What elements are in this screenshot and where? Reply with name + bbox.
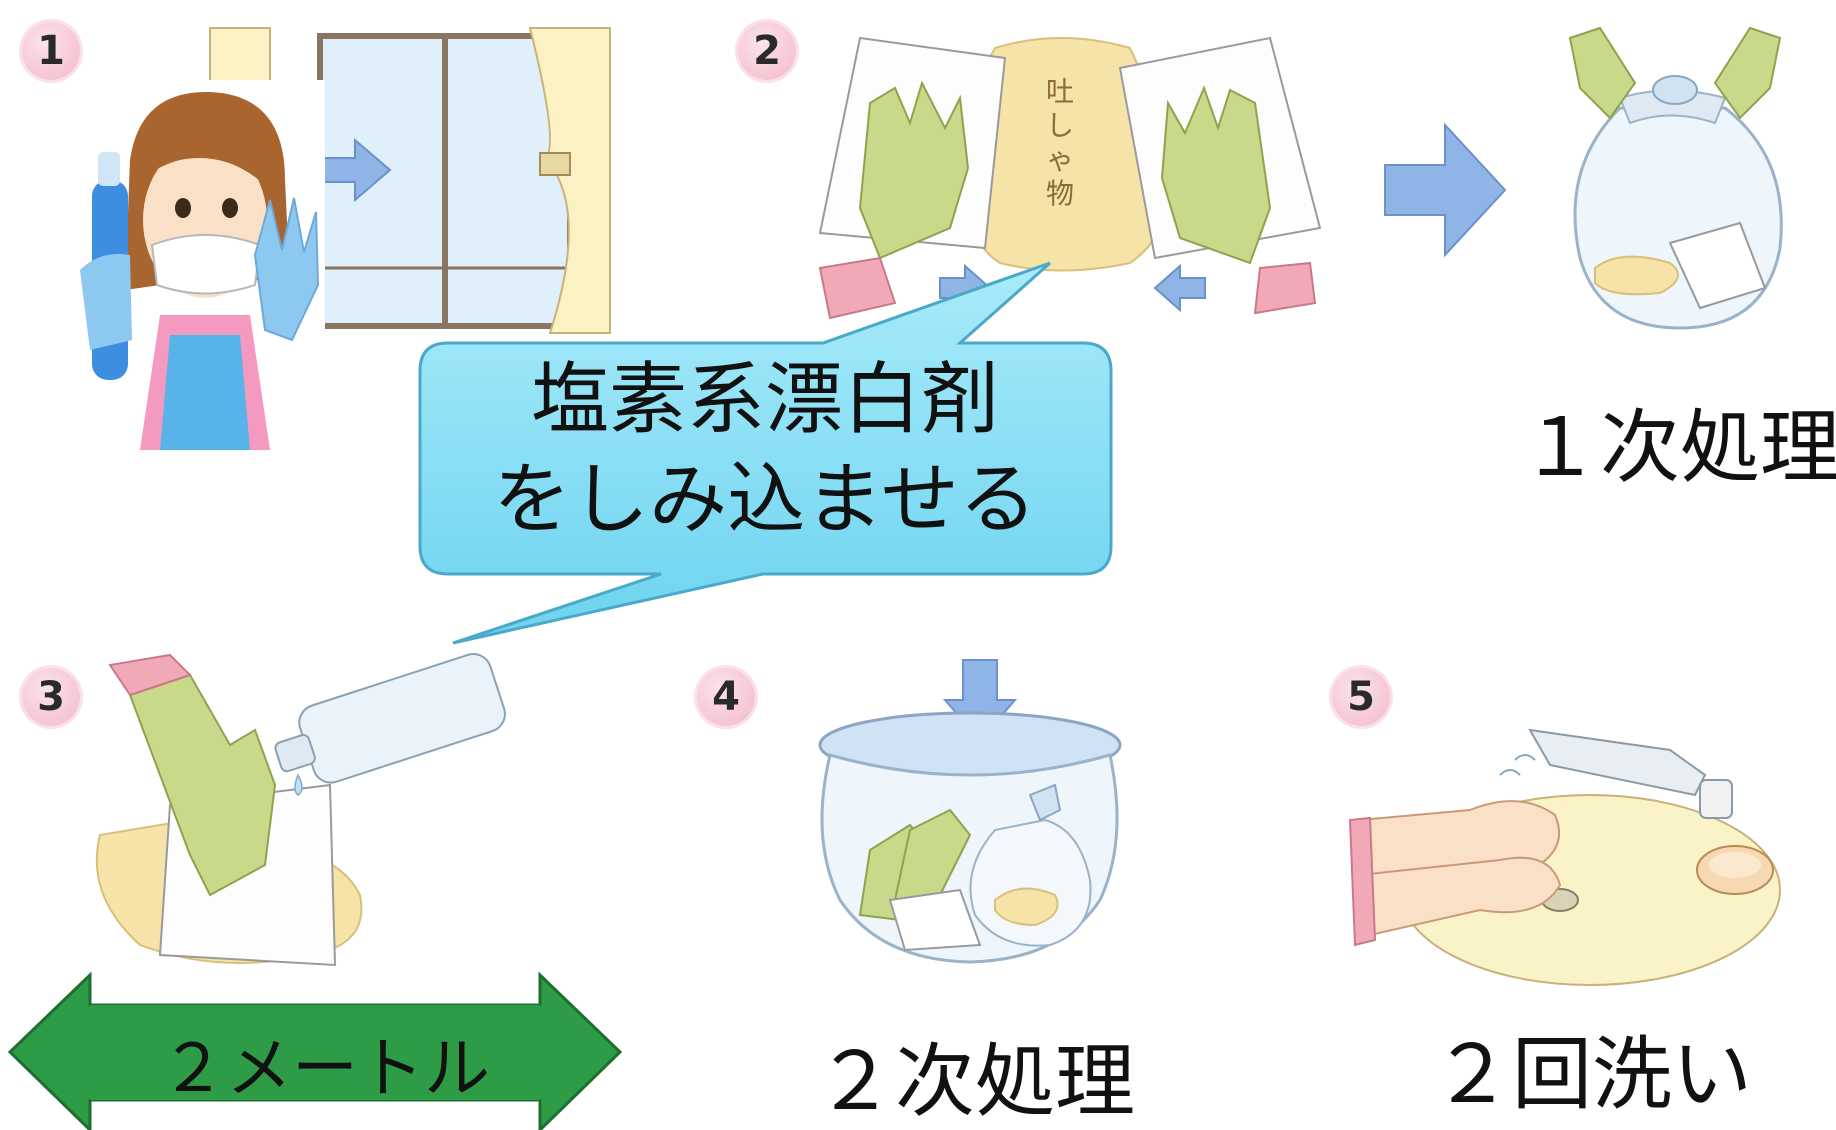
callout-line-1: 塩素系漂白剤: [530, 355, 999, 445]
callout-bubble: [418, 261, 1113, 645]
double-bag-illustration: [818, 711, 1122, 964]
two-meter-distance-arrow: [7, 971, 623, 1130]
cover-vomit-illustration: [818, 36, 1322, 320]
callout-line-2: をしみ込ませる: [493, 455, 1037, 545]
secondary-treatment-caption: ２次処理: [815, 1035, 1135, 1128]
open-window-arrow-icon: [319, 137, 392, 203]
hand-washing-illustration: [1348, 728, 1781, 986]
flow-arrow-icon: [1384, 122, 1507, 258]
vomit-label: 吐しゃ物: [1045, 75, 1074, 210]
tie-bag-illustration: [1568, 26, 1783, 330]
step-2-badge: 2: [738, 22, 796, 80]
wash-twice-caption: ２回洗い: [1432, 1028, 1752, 1121]
person-with-mask-illustration: [80, 80, 325, 450]
window-illustration: [209, 27, 611, 334]
step-3-badge: 3: [22, 668, 80, 726]
step-1-badge: 1: [22, 22, 80, 80]
pour-bleach-illustration: [95, 653, 506, 967]
step-4-badge: 4: [697, 668, 755, 726]
callout-text-block: 塩素系漂白剤 をしみ込ませる: [420, 350, 1110, 550]
primary-treatment-caption: １次処理: [1520, 401, 1836, 494]
distance-label: ２メートル: [160, 1030, 490, 1107]
step-5-badge: 5: [1332, 668, 1390, 726]
